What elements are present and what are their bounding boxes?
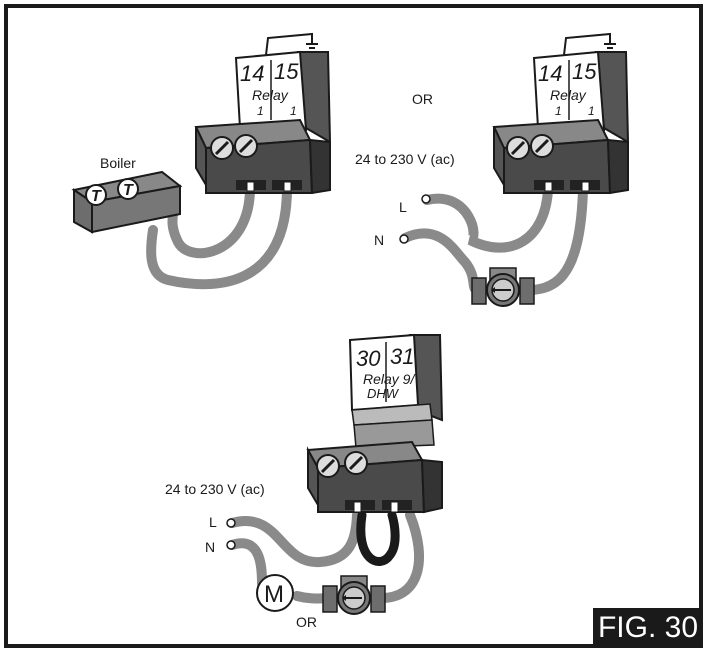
bottom-panel: 24 to 230 V (ac) L N OR M — [165, 333, 444, 630]
boiler-terminal-right — [117, 178, 139, 200]
motor-symbol: M — [256, 574, 294, 612]
svg-text:1: 1 — [555, 104, 562, 118]
neutral-label-top: N — [374, 232, 384, 248]
or-label-bottom: OR — [296, 614, 317, 630]
boiler-box: T T — [71, 170, 183, 234]
live-wire-bottom — [227, 510, 362, 568]
terminal-screw-left — [210, 136, 234, 160]
zone-valve-bottom — [322, 575, 386, 615]
neutral-label-bottom: N — [205, 539, 215, 555]
top-left-panel: 14 15 Relay 1 1 — [71, 32, 332, 290]
relay-9-dhw-module: 30 31 Relay 9/ DHW — [306, 333, 444, 514]
or-label-top: OR — [412, 91, 433, 107]
svg-text:1: 1 — [588, 104, 595, 118]
svg-text:15: 15 — [572, 59, 597, 84]
boiler-label: Boiler — [100, 155, 136, 171]
svg-text:T: T — [123, 182, 134, 199]
top-right-panel: OR 24 to 230 V (ac) L N 14 15 Relay — [355, 32, 630, 307]
return-wire-bottom — [373, 510, 425, 604]
voltage-label-top: 24 to 230 V (ac) — [355, 151, 455, 167]
svg-text:M: M — [264, 581, 284, 608]
voltage-label-bottom: 24 to 230 V (ac) — [165, 481, 265, 497]
svg-text:30: 30 — [356, 346, 381, 371]
relay-terminal-a: 14 — [240, 61, 264, 86]
jumper-wire-black — [356, 510, 400, 566]
figure-number-badge: FIG. 30 — [593, 608, 703, 648]
svg-text:DHW: DHW — [367, 386, 400, 401]
zone-valve-top — [471, 267, 535, 307]
relay-name-line2-left: 1 — [257, 104, 264, 118]
live-label-bottom: L — [209, 514, 217, 530]
terminal-screw-right — [234, 134, 258, 158]
svg-text:14: 14 — [538, 61, 562, 86]
boiler-wire-right — [146, 183, 292, 290]
relay-1-module-right: 14 15 Relay 1 1 — [492, 32, 630, 195]
live-wire-top — [422, 185, 553, 253]
relay-1-module: 14 15 Relay 1 1 — [194, 32, 332, 195]
relay-name-line2-right: 1 — [290, 104, 297, 118]
relay-name-line1: Relay — [252, 87, 289, 103]
jumper-symbol — [265, 32, 318, 56]
relay-terminal-b: 15 — [274, 59, 299, 84]
boiler-terminal-left — [85, 184, 107, 206]
live-label-top: L — [399, 199, 407, 215]
svg-text:Relay 9/: Relay 9/ — [363, 371, 416, 387]
svg-text:Relay: Relay — [550, 87, 587, 103]
svg-text:T: T — [91, 188, 102, 205]
svg-text:31: 31 — [390, 344, 414, 369]
